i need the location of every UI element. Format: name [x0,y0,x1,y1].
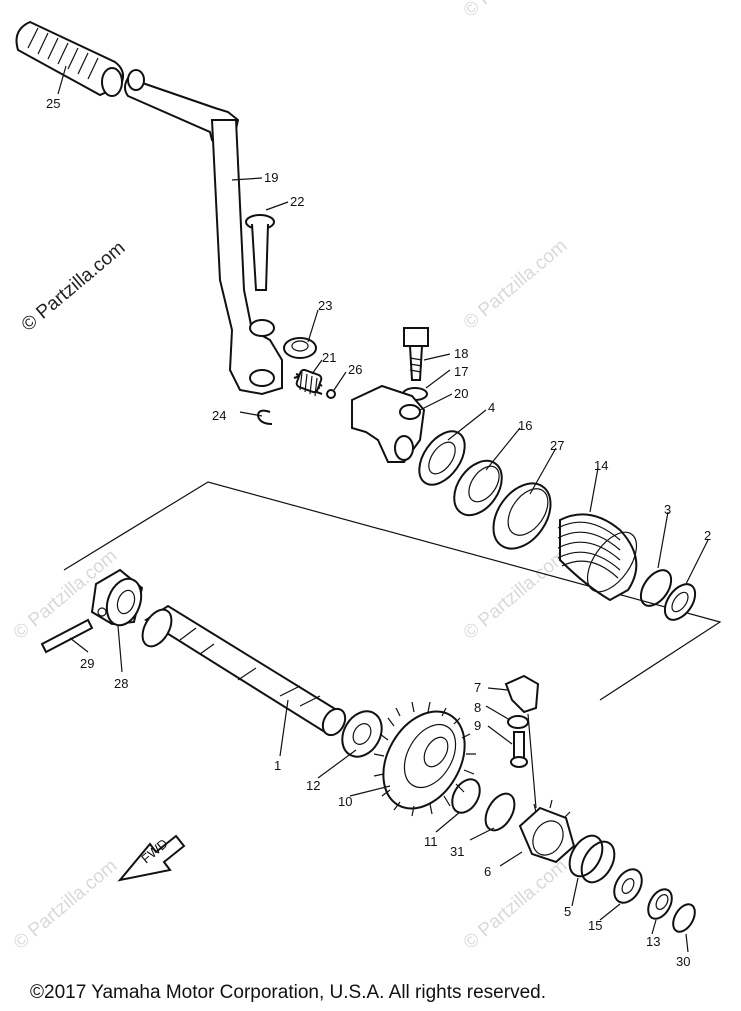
watermark: © Partzilla.com [460,0,572,22]
label-4: 4 [488,400,495,415]
part-circlip-30 [672,903,696,933]
part-labels: 25 19 22 23 21 26 24 18 17 20 4 16 27 14… [46,96,711,969]
part-washer-13 [647,888,673,920]
part-pin-29 [40,618,94,654]
part-collar [453,459,503,517]
part-washer-2 [663,583,697,621]
part-spring-5 [568,834,616,884]
fwd-arrow: FWD [117,834,186,882]
watermark: © Partzilla.com [460,235,572,333]
part-stopper [351,384,426,463]
watermark-main: © Partzilla.com [18,237,130,335]
label-31: 31 [450,844,464,859]
label-19: 19 [264,170,278,185]
label-5: 5 [564,904,571,919]
label-29: 29 [80,656,94,671]
label-17: 17 [454,364,468,379]
copyright-footer: ©2017 Yamaha Motor Corporation, U.S.A. A… [30,982,546,1003]
label-22: 22 [290,194,304,209]
part-circlip [256,409,273,425]
label-9: 9 [474,718,481,733]
part-kick-collar [90,568,144,627]
part-bolt-9 [510,731,528,768]
label-21: 21 [322,350,336,365]
part-torsion-spring [557,513,638,602]
part-clip [504,674,540,714]
label-26: 26 [348,362,362,377]
label-14: 14 [594,458,608,473]
part-plate-washer [507,715,529,729]
leader-lines [57,65,709,953]
watermark: © Partzilla.com [10,855,122,953]
label-3: 3 [664,502,671,517]
part-kick-gear [373,701,476,817]
part-kick-arm [124,69,283,396]
part-kick-axle [141,604,347,737]
label-6: 6 [484,864,491,879]
label-27: 27 [550,438,564,453]
label-24: 24 [212,408,226,423]
label-30: 30 [676,954,690,969]
label-10: 10 [338,794,352,809]
part-washer-31 [484,792,516,832]
part-washer [283,337,317,359]
part-washer-12 [341,710,383,758]
label-7: 7 [474,680,481,695]
label-28: 28 [114,676,128,691]
part-circlip-3 [639,569,673,607]
label-12: 12 [306,778,320,793]
part-ball [326,389,336,399]
label-2: 2 [704,528,711,543]
watermark: © Partzilla.com [460,855,572,953]
part-washer-15 [613,868,643,904]
part-kick-grip [15,20,125,97]
part-circlip-11 [451,778,481,814]
label-8: 8 [474,700,481,715]
part-pin [245,214,275,291]
part-spring-guide [492,482,552,550]
part-ratchet [518,799,576,864]
assembly-outline [63,481,722,701]
label-16: 16 [518,418,532,433]
watermark: © Partzilla.com [460,545,572,643]
part-washer-4 [418,430,466,486]
label-11: 11 [424,834,438,849]
part-spring-small [293,368,323,397]
label-25: 25 [46,96,60,111]
label-23: 23 [318,298,332,313]
part-bolt [403,327,429,381]
label-20: 20 [454,386,468,401]
label-15: 15 [588,918,602,933]
label-13: 13 [646,934,660,949]
label-1: 1 [274,758,281,773]
label-18: 18 [454,346,468,361]
